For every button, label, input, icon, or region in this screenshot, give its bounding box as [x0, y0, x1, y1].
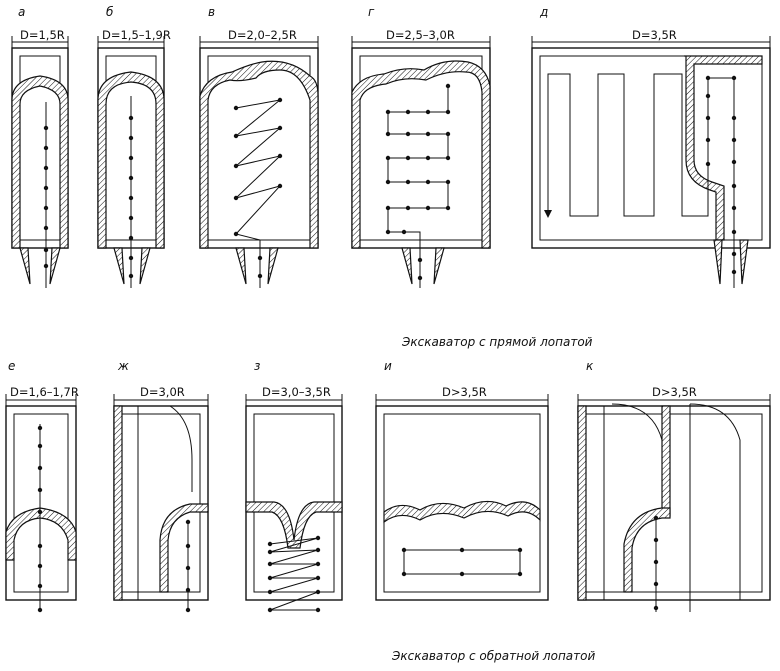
dimension-label: D=1,5–1,9R: [102, 28, 171, 42]
panel-d: д D=3,5R: [531, 5, 771, 288]
dimension-line: D=1,5–1,9R: [97, 28, 171, 50]
panel-letter: ж: [117, 359, 129, 373]
excavator-stops: [37, 425, 43, 613]
dimension-line: D=2,0–2,5R: [199, 28, 319, 50]
panel-e: е D=1,6–1,7R: [5, 359, 79, 613]
dimension-label: D=3,0R: [140, 385, 185, 399]
caption-front-shovel: Экскаватор с прямой лопатой: [401, 335, 593, 349]
dimension-label: D=2,5–3,0R: [386, 28, 455, 42]
excavator-stops: [233, 97, 283, 279]
dimension-line: D=3,0R: [113, 385, 209, 408]
dimension-label: D=1,5R: [20, 28, 65, 42]
dimension-line: D=2,5–3,0R: [351, 28, 491, 50]
dimension-line: D>3,5R: [375, 385, 549, 408]
panel-letter: в: [208, 5, 215, 19]
excavator-stops: [267, 535, 321, 613]
panel-letter: б: [106, 5, 114, 19]
excavator-stops: [401, 547, 523, 577]
panel-z: з D=3,0–3,5R: [245, 359, 343, 613]
panel-letter: г: [368, 5, 375, 19]
panel-letter: д: [539, 5, 548, 19]
panel-letter: е: [8, 359, 15, 373]
dimension-label: D=1,6–1,7R: [10, 385, 79, 399]
excavator-stops: [128, 115, 134, 279]
excavator-stops: [385, 83, 451, 281]
panel-i: и D>3,5R: [375, 359, 549, 601]
dimension-label: D>3,5R: [652, 385, 697, 399]
dimension-label: D=3,5R: [632, 28, 677, 42]
panel-letter: з: [254, 359, 260, 373]
panel-v: в D=2,0–2,5R: [199, 5, 319, 288]
panel-k: к D>3,5R: [577, 359, 771, 612]
dimension-label: D=3,0–3,5R: [262, 385, 331, 399]
panel-letter: и: [384, 359, 392, 373]
excavator-stops: [43, 125, 49, 269]
caption-backhoe: Экскаватор с обратной лопатой: [391, 649, 595, 663]
panel-letter: к: [586, 359, 594, 373]
dimension-label: D>3,5R: [442, 385, 487, 399]
panel-g: г D=2,5–3,0R: [351, 5, 491, 288]
excavator-stops: [653, 515, 659, 611]
dimension-line: D=3,0–3,5R: [245, 385, 343, 408]
excavator-stops: [185, 519, 191, 613]
dimension-label: D=2,0–2,5R: [228, 28, 297, 42]
panel-a: а D=1,5R: [11, 5, 69, 288]
excavator-stops: [705, 75, 737, 275]
dimension-line: D=3,5R: [531, 28, 771, 50]
dimension-line: D=1,5R: [11, 28, 69, 50]
dimension-line: D>3,5R: [577, 385, 771, 408]
dimension-line: D=1,6–1,7R: [5, 385, 79, 408]
panel-letter: а: [18, 5, 25, 19]
panel-b: б D=1,5–1,9R: [97, 5, 171, 288]
panel-zh: ж D=3,0R: [113, 359, 209, 613]
